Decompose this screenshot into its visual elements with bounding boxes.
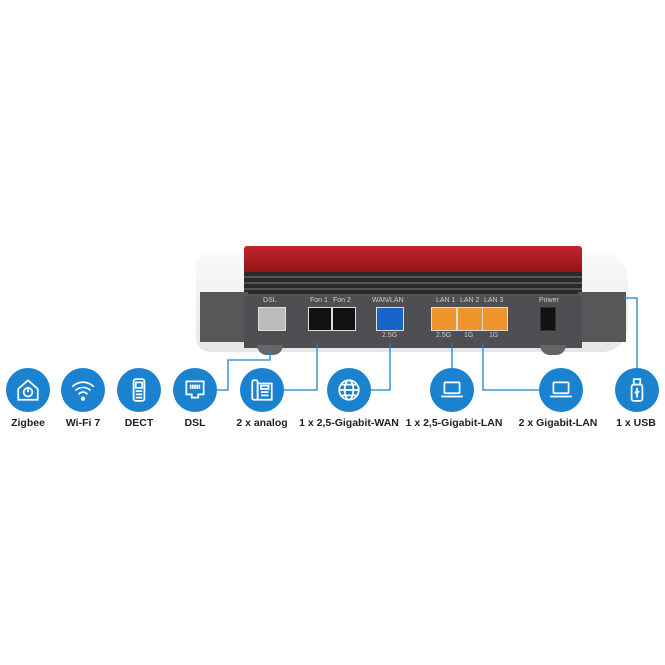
feature-label-lan: 2 x Gigabit-LAN — [518, 417, 598, 429]
wan-port — [376, 307, 404, 331]
feature-label-lan25: 1 x 2,5-Gigabit-LAN — [405, 417, 503, 429]
feature-label-analog: 2 x analog — [236, 417, 288, 429]
wifi-icon — [61, 368, 105, 412]
feature-label-wifi: Wi-Fi 7 — [65, 417, 101, 429]
power-port — [540, 307, 556, 331]
port-label-fon1: Fon 1 — [310, 297, 328, 304]
lan1-speed: 2.5G — [436, 332, 452, 339]
port-label-lan3: LAN 3 — [484, 297, 504, 304]
router-red-top — [244, 246, 582, 274]
port-label-wan: WAN/LAN — [372, 297, 404, 304]
dsl-port-icon — [173, 368, 217, 412]
usb-stick-icon — [615, 368, 659, 412]
zigbee-home-icon — [6, 368, 50, 412]
port-label-lan2: LAN 2 — [460, 297, 480, 304]
feature-label-usb: 1 x USB — [616, 417, 656, 429]
analog-phone-icon — [240, 368, 284, 412]
router-foot — [540, 345, 566, 355]
port-label-fon2: Fon 2 — [333, 297, 351, 304]
router-side-left — [200, 292, 248, 342]
feature-label-wan: 1 x 2,5-Gigabit-WAN — [299, 417, 399, 429]
laptop-icon — [430, 368, 474, 412]
router-vent — [244, 272, 582, 296]
port-label-dsl: DSL — [263, 297, 277, 304]
laptop-icon — [539, 368, 583, 412]
router-back-panel — [244, 296, 582, 348]
globe-wan-icon — [327, 368, 371, 412]
lan2-port — [457, 307, 483, 331]
dect-phone-icon — [117, 368, 161, 412]
feature-label-zigbee: Zigbee — [11, 417, 45, 429]
fon2-port — [332, 307, 356, 331]
lan2-speed: 1G — [464, 332, 474, 339]
port-label-power: Power — [539, 297, 559, 304]
dsl-port — [258, 307, 286, 331]
lan1-port — [431, 307, 457, 331]
port-label-lan1: LAN 1 — [436, 297, 456, 304]
feature-label-dect: DECT — [124, 417, 154, 429]
lan3-port — [482, 307, 508, 331]
fon1-port — [308, 307, 332, 331]
lan3-speed: 1G — [489, 332, 499, 339]
router-side-right — [578, 292, 626, 342]
feature-label-dsl: DSL — [184, 417, 206, 429]
wan-speed: 2.5G — [382, 332, 398, 339]
